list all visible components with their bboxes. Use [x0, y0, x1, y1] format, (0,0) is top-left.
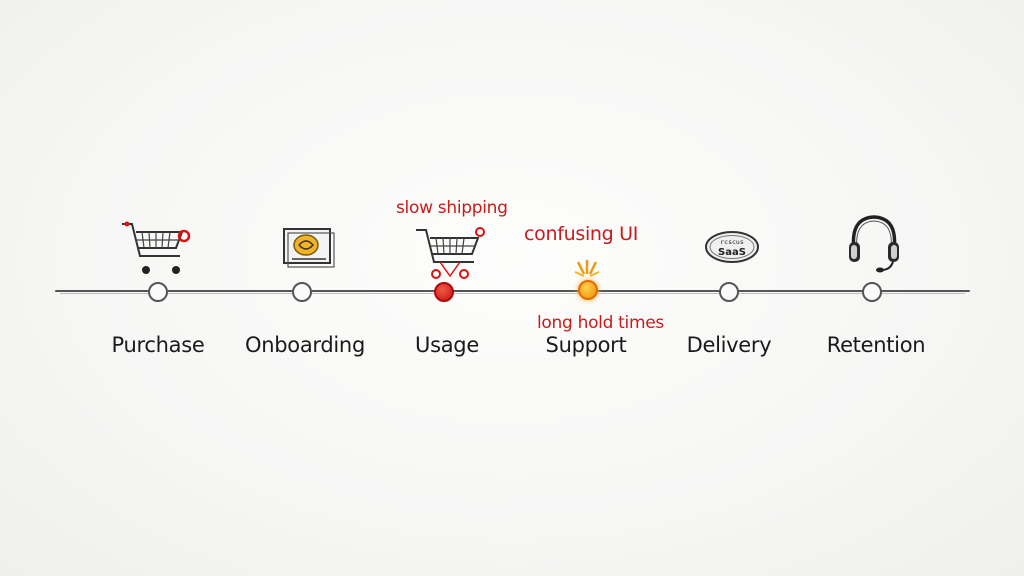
pain-note-long-hold-times: long hold times	[537, 313, 664, 333]
stage-label-support: Support	[545, 333, 627, 357]
node-purchase	[148, 282, 168, 302]
node-onboarding	[292, 282, 312, 302]
node-support-pain	[578, 280, 598, 300]
onboarding-card-icon	[283, 228, 335, 268]
stage-label-delivery: Delivery	[686, 333, 772, 357]
usage-cart-icon	[416, 227, 485, 279]
node-retention	[862, 282, 882, 302]
saas-badge-icon: rcscus SaaS	[705, 231, 759, 263]
node-delivery	[719, 282, 739, 302]
stage-label-usage: Usage	[415, 333, 479, 357]
badge-top-text: rcscus	[720, 238, 744, 246]
badge-bottom-text: SaaS	[718, 247, 746, 258]
stage-label-purchase: Purchase	[111, 333, 205, 357]
burst-icon	[574, 260, 600, 277]
pain-note-slow-shipping: slow shipping	[396, 198, 508, 218]
stage-label-retention: Retention	[826, 333, 926, 357]
timeline-line-shadow	[60, 293, 965, 294]
node-usage-pain	[434, 282, 454, 302]
stage-label-onboarding: Onboarding	[245, 333, 365, 357]
timeline-line	[55, 290, 970, 292]
headset-icon	[849, 215, 899, 273]
pain-note-confusing-ui: confusing UI	[524, 223, 639, 245]
shopping-cart-icon	[122, 221, 191, 274]
